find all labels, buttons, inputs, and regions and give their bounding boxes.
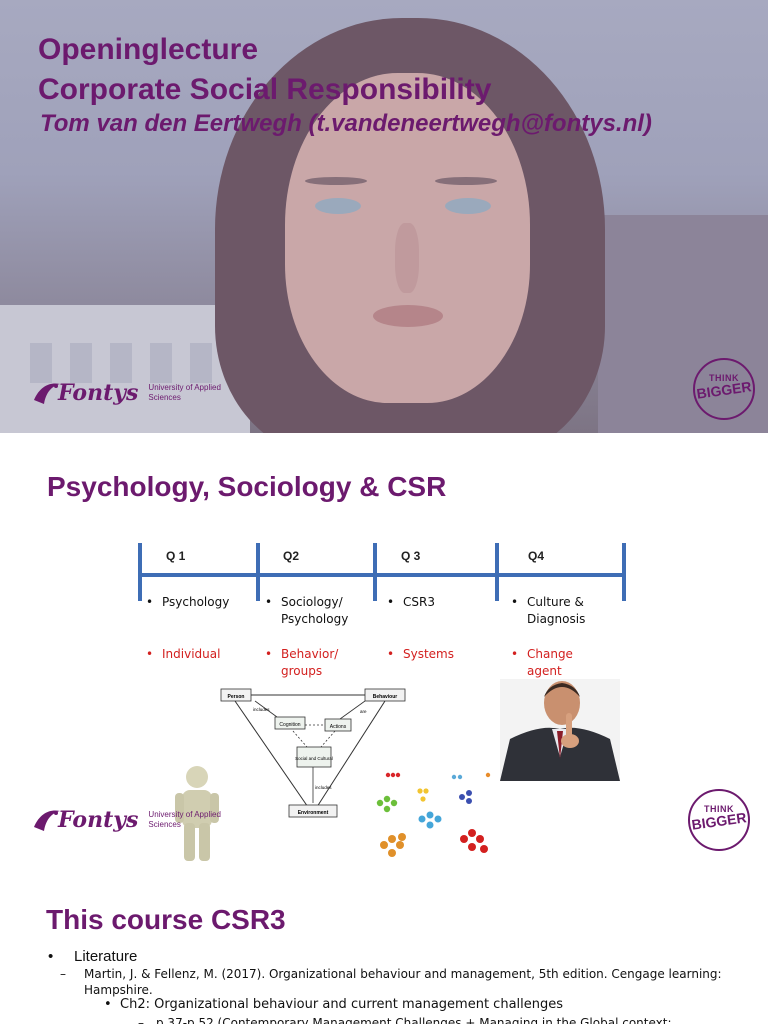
- fontys-wordmark: Fontys: [58, 807, 139, 833]
- literature-reference: –Martin, J. & Fellenz, M. (2017). Organi…: [60, 967, 722, 997]
- quarter-label: Q 1: [166, 549, 186, 563]
- diagram-are-label: are: [360, 709, 367, 714]
- fontys-wordmark: Fontys: [58, 380, 139, 406]
- level-item: •Individual: [146, 647, 221, 661]
- think-bigger-badge: THINK BIGGER: [693, 358, 755, 420]
- fontys-tagline: University of Applied Sciences: [148, 810, 221, 829]
- title-line-1: Openinglecture: [38, 33, 259, 66]
- diagram-social-label: Social and Cultural: [295, 756, 333, 761]
- fontys-tagline: University of Applied Sciences: [148, 383, 221, 402]
- timeline-tick: [138, 543, 142, 601]
- fontys-logo: Fontys University of Applied Sciences: [30, 378, 228, 408]
- think-label: THINK: [704, 804, 734, 814]
- literature-bullet: •Literature: [48, 948, 138, 965]
- person-behaviour-environment-diagram: Person Behaviour Cognition Actions Socia…: [220, 688, 406, 818]
- slide-title: This course CSR3: [46, 904, 286, 935]
- slide-course-csr3: This course CSR3 •Literature –Martin, J.…: [0, 868, 768, 1024]
- topic-item: •CSR3: [387, 595, 435, 609]
- fontys-bird-icon: [34, 383, 60, 404]
- chapter-bullet: •Ch2: Organizational behaviour and curre…: [104, 997, 564, 1012]
- timeline-tick: [622, 543, 626, 601]
- fontys-bird-icon: [34, 810, 60, 831]
- slide-title: Psychology, Sociology & CSR: [47, 471, 447, 502]
- diagram-includes-label: includes: [315, 785, 332, 790]
- quarter-label: Q2: [283, 549, 300, 563]
- topic-item: •Culture & Diagnosis: [511, 595, 586, 626]
- diagram-environment-label: Environment: [298, 810, 329, 816]
- fontys-logo: Fontys University of Applied Sciences: [30, 805, 228, 835]
- level-item: •Change agent: [511, 647, 573, 678]
- quarter-label: Q4: [528, 549, 545, 563]
- think-bigger-badge: THINK BIGGER: [688, 789, 750, 851]
- diagram-behaviour-label: Behaviour: [373, 694, 398, 700]
- woman-portrait: [215, 18, 605, 433]
- slide-title: Openinglecture Corporate Social Responsi…: [38, 30, 491, 110]
- timeline-tick: [373, 543, 377, 601]
- diagram-cognition-label: Cognition: [279, 722, 300, 728]
- slide-psychology-sociology-csr: Psychology, Sociology & CSR Q 1 Q2 Q 3 Q…: [0, 433, 768, 868]
- topic-item: •Psychology: [146, 595, 230, 609]
- diagram-person-label: Person: [228, 694, 245, 700]
- presenter-subtitle: Tom van den Eertwegh (t.vandeneertwegh@f…: [40, 110, 652, 137]
- think-label: THINK: [709, 373, 739, 383]
- people-groups-icon: [376, 772, 491, 857]
- pages-bullet: –p.37-p.52 (Contemporary Management Chal…: [138, 1016, 672, 1024]
- timeline-tick: [495, 543, 499, 601]
- quarter-timeline: [138, 573, 626, 577]
- level-item: •Behavior/ groups: [265, 647, 339, 678]
- pointing-businessman-image: [500, 679, 620, 781]
- person-figure-icon: [175, 766, 219, 861]
- diagram-actions-label: Actions: [330, 724, 347, 730]
- title-line-2: Corporate Social Responsibility: [38, 73, 492, 106]
- timeline-tick: [256, 543, 260, 601]
- slide-opening-lecture: Openinglecture Corporate Social Responsi…: [0, 0, 768, 433]
- level-item: •Systems: [387, 647, 454, 661]
- building-left: [0, 305, 250, 433]
- topic-item: •Sociology/ Psychology: [265, 595, 349, 626]
- diagram-includes-label: includes: [253, 707, 270, 712]
- quarter-label: Q 3: [401, 549, 421, 563]
